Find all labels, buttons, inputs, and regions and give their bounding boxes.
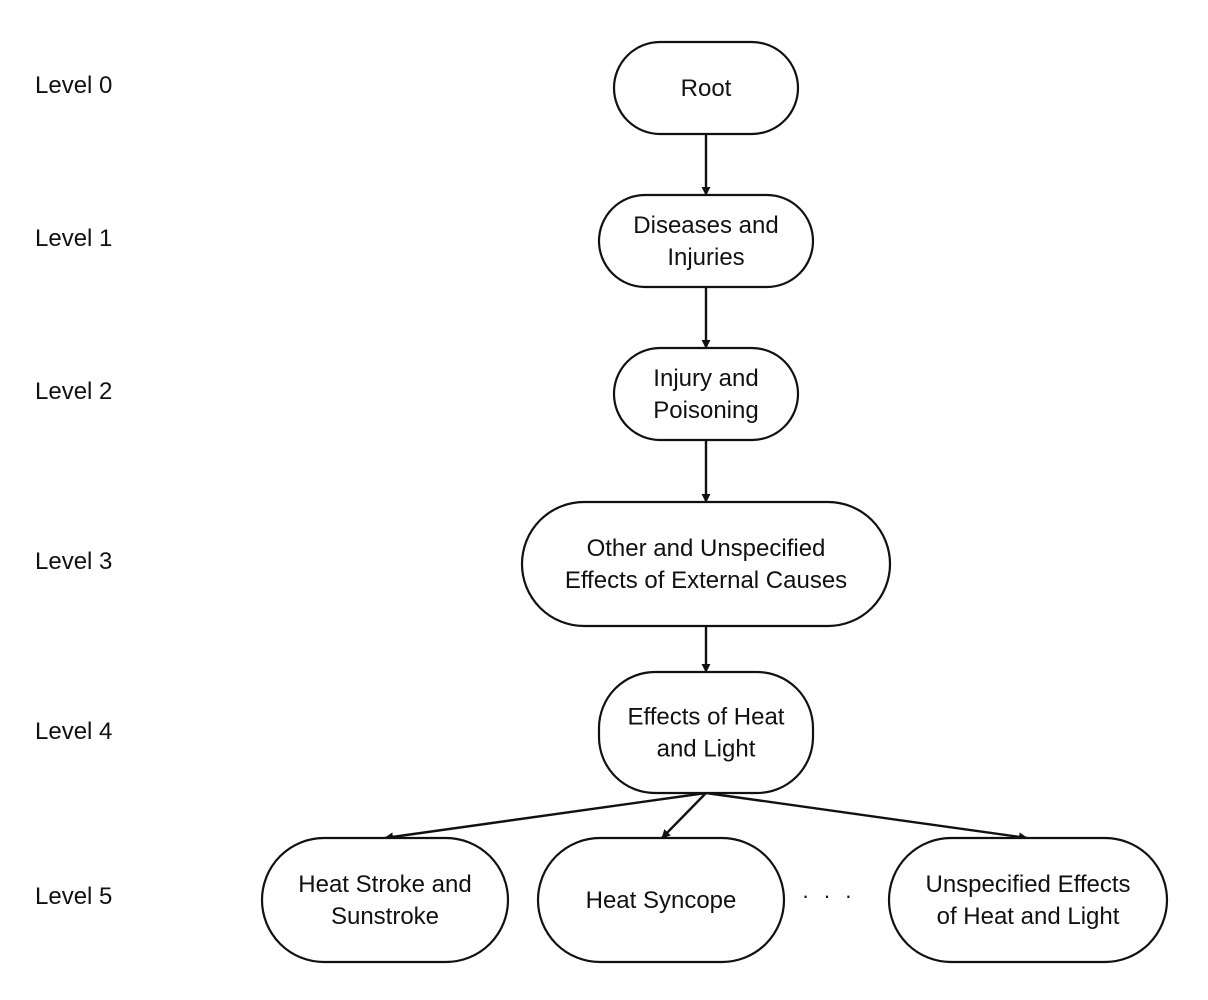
- more-siblings-ellipsis: · · ·: [802, 883, 856, 908]
- edges: [384, 134, 1028, 842]
- node-label-injury-and-poisoning-line-1: Poisoning: [653, 397, 758, 424]
- node-box-unspecified-effects-heat-light: [887, 836, 1169, 964]
- level-label-4: Level 4: [35, 718, 112, 745]
- node-box-other-unspecified-effects: [520, 500, 892, 628]
- node-label-unspecified-effects-heat-light-line-0: Unspecified Effects: [926, 871, 1131, 898]
- node-label-heat-stroke-and-sunstroke-line-0: Heat Stroke and: [298, 871, 471, 898]
- node-label-root-line-0: Root: [681, 75, 732, 102]
- level-labels: Level 0 Level 1 Level 2 Level 3 Level 4 Level…: [35, 72, 112, 910]
- node-unspecified-effects-heat-light: Unspecified Effects of Heat and Light: [887, 836, 1169, 964]
- level-label-1: Level 1: [35, 225, 112, 252]
- node-label-other-unspecified-effects-line-0: Other and Unspecified: [587, 535, 826, 562]
- node-box-effects-of-heat-and-light: [597, 670, 815, 795]
- node-label-diseases-and-injuries-line-0: Diseases and: [633, 212, 778, 239]
- level-label-3: Level 3: [35, 548, 112, 575]
- level-label-2: Level 2: [35, 378, 112, 405]
- node-box-root: [612, 40, 800, 136]
- edge-effects-of-heat-and-light-to-heat-syncope: [661, 792, 707, 839]
- level-label-5: Level 5: [35, 883, 112, 910]
- node-root: Root: [612, 40, 800, 136]
- node-label-heat-stroke-and-sunstroke-line-1: Sunstroke: [331, 903, 439, 930]
- node-label-diseases-and-injuries-line-1: Injuries: [667, 244, 744, 271]
- node-label-heat-syncope-line-0: Heat Syncope: [586, 887, 737, 914]
- node-effects-of-heat-and-light: Effects of Heat and Light: [597, 670, 815, 795]
- node-label-effects-of-heat-and-light-line-0: Effects of Heat: [628, 704, 785, 731]
- node-label-effects-of-heat-and-light-line-1: and Light: [657, 736, 756, 763]
- level-label-0: Level 0: [35, 72, 112, 99]
- edge-effects-of-heat-and-light-to-unspecified-effects-heat-light: [705, 791, 1028, 842]
- node-label-other-unspecified-effects-line-1: Effects of External Causes: [565, 567, 847, 594]
- node-box-diseases-and-injuries: [597, 193, 815, 289]
- node-label-unspecified-effects-heat-light-line-1: of Heat and Light: [937, 903, 1120, 930]
- node-box-heat-syncope: [536, 836, 786, 964]
- node-box-heat-stroke-and-sunstroke: [260, 836, 510, 964]
- edge-effects-of-heat-and-light-to-heat-stroke-and-sunstroke: [384, 791, 707, 842]
- node-box-injury-and-poisoning: [612, 346, 800, 442]
- node-label-injury-and-poisoning-line-0: Injury and: [653, 365, 758, 392]
- node-heat-syncope: Heat Syncope: [536, 836, 786, 964]
